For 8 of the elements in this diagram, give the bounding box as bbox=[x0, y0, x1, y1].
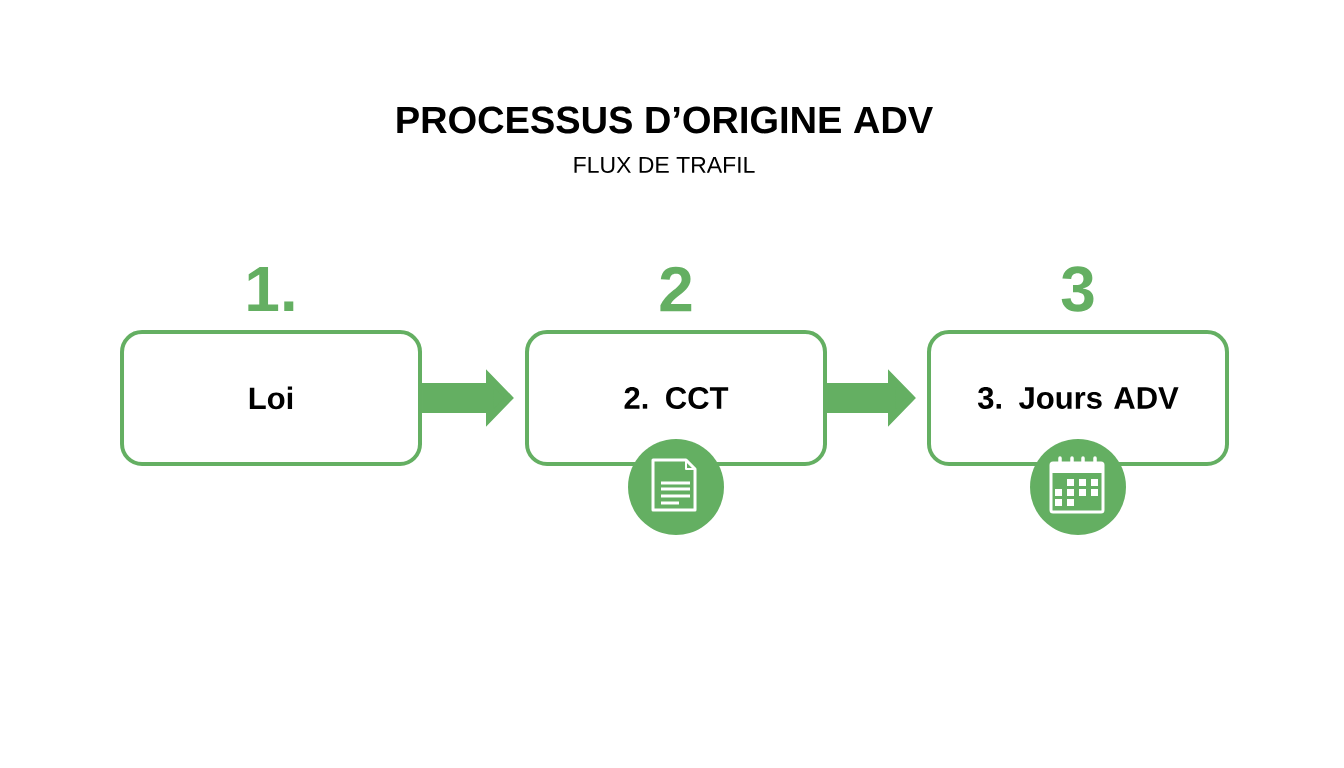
step-number: 3 bbox=[1061, 266, 1094, 312]
title: PROCESSUS D’ORIGINE ADV bbox=[397, 106, 933, 134]
subtitle: FLUX DE TRAFIL bbox=[574, 156, 755, 173]
step-number: 1. bbox=[248, 266, 294, 311]
process-box: Loi bbox=[120, 330, 422, 466]
step-number: 2 bbox=[660, 266, 692, 312]
process-box: 2. CCT bbox=[525, 330, 827, 466]
process-box: 3. Jours ADV bbox=[927, 330, 1229, 466]
